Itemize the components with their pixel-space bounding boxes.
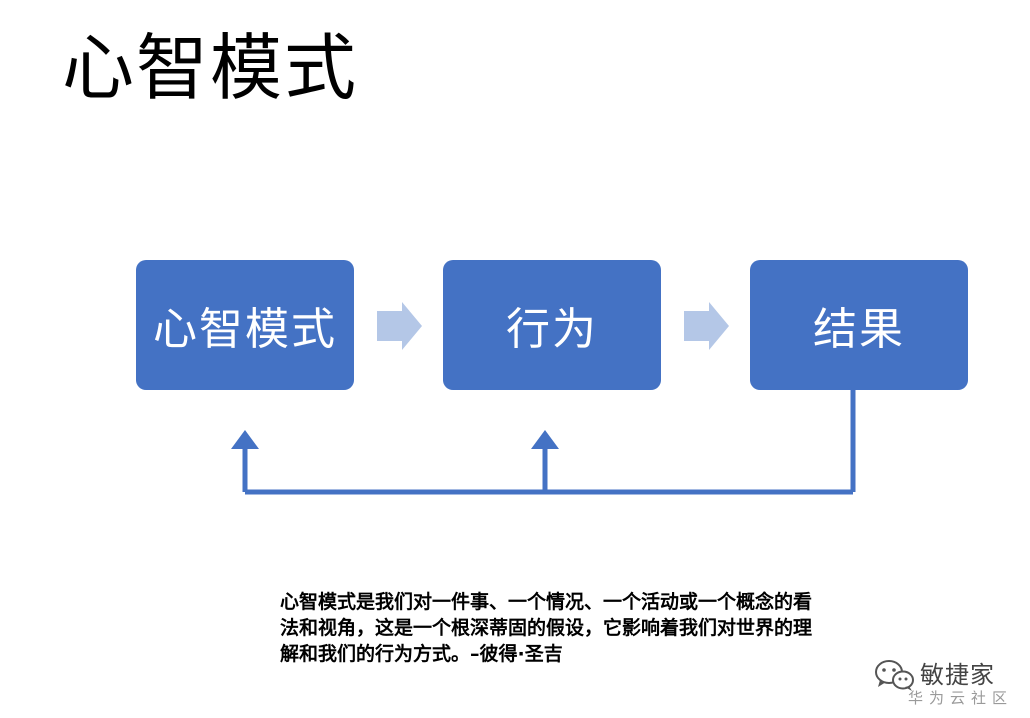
feedback-arrowhead-1 [231,430,259,449]
definition-quote: 心智模式是我们对一件事、一个情况、一个活动或一个概念的看法和视角，这是一个根深蒂… [280,591,813,665]
watermark-name: 敏捷家 [920,661,995,689]
flow-arrow-2 [684,302,729,350]
feedback-loop [242,390,856,495]
node-result: 结果 [750,260,968,390]
feedback-arrowhead-2 [531,430,559,449]
node-behavior: 行为 [443,260,661,390]
watermark-sub: 华为云社区 [908,689,1014,707]
watermark: 敏捷家 华为云社区 [870,655,1030,715]
node-label: 心智模式 [153,304,337,355]
flow-arrow-1 [377,302,422,350]
node-label: 结果 [813,304,905,355]
node-mental-model: 心智模式 [136,260,354,390]
wechat-icon [875,660,914,691]
slide-title: 心智模式 [62,26,359,110]
node-label: 行为 [506,304,598,355]
